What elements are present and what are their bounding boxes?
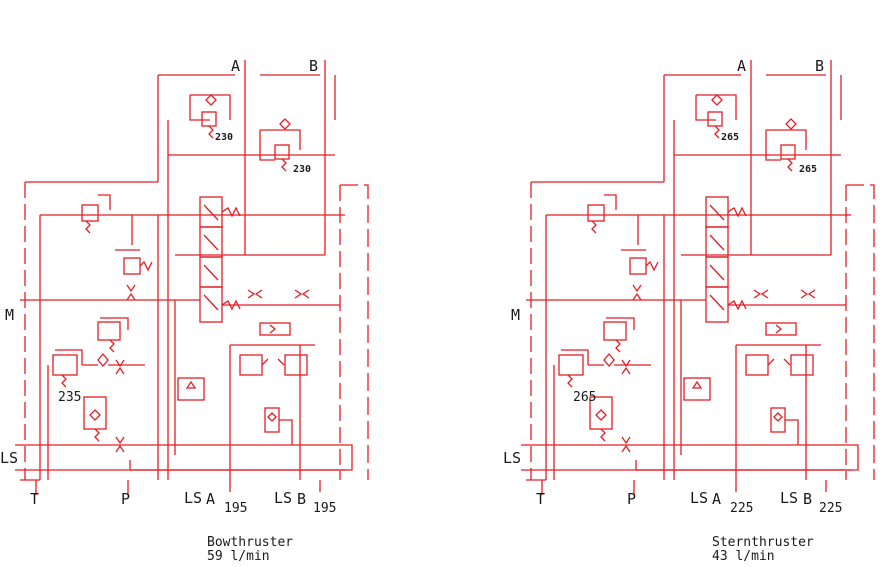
caption-title: Bowthruster (207, 535, 293, 550)
circuit-lines (520, 59, 875, 496)
m-relief-setting: 235 (58, 390, 81, 405)
port-m-label: M (5, 306, 14, 324)
b-out-label: B (803, 490, 812, 508)
ls-a-label: LS (184, 489, 202, 507)
port-p-label: P (121, 490, 130, 508)
port-ls-label: LS (503, 449, 521, 467)
relief-b-setting: 230 (293, 164, 311, 175)
port-a-label: A (231, 57, 240, 75)
circuit-sternthruster: A B 265 265 M 265 LS T P LS A 225 LS B 2… (503, 57, 875, 564)
relief-a-setting: 265 (721, 132, 739, 143)
port-b-label: B (815, 57, 824, 75)
b-out-value: 225 (819, 501, 842, 516)
a-out-label: A (206, 490, 215, 508)
relief-a-setting: 230 (215, 132, 233, 143)
port-a-label: A (737, 57, 746, 75)
port-t-label: T (30, 490, 39, 508)
ls-b-label: LS (780, 489, 798, 507)
ls-a-label: LS (690, 489, 708, 507)
relief-b-setting: 265 (799, 164, 817, 175)
a-out-label: A (712, 490, 721, 508)
caption-flow: 59 l/min (207, 549, 270, 564)
a-out-value: 225 (730, 501, 753, 516)
port-t-label: T (536, 490, 545, 508)
a-out-value: 195 (224, 501, 247, 516)
b-out-label: B (297, 490, 306, 508)
b-out-value: 195 (313, 501, 336, 516)
m-relief-setting: 265 (573, 390, 596, 405)
circuit-bowthruster: A B 230 230 M 235 LS T P LS A 195 LS B 1… (0, 57, 369, 564)
port-b-label: B (309, 57, 318, 75)
circuit-lines (14, 59, 369, 496)
port-p-label: P (627, 490, 636, 508)
caption-flow: 43 l/min (712, 549, 775, 564)
ls-b-label: LS (274, 489, 292, 507)
caption-title: Sternthruster (712, 535, 814, 550)
port-m-label: M (511, 306, 520, 324)
port-ls-label: LS (0, 449, 18, 467)
